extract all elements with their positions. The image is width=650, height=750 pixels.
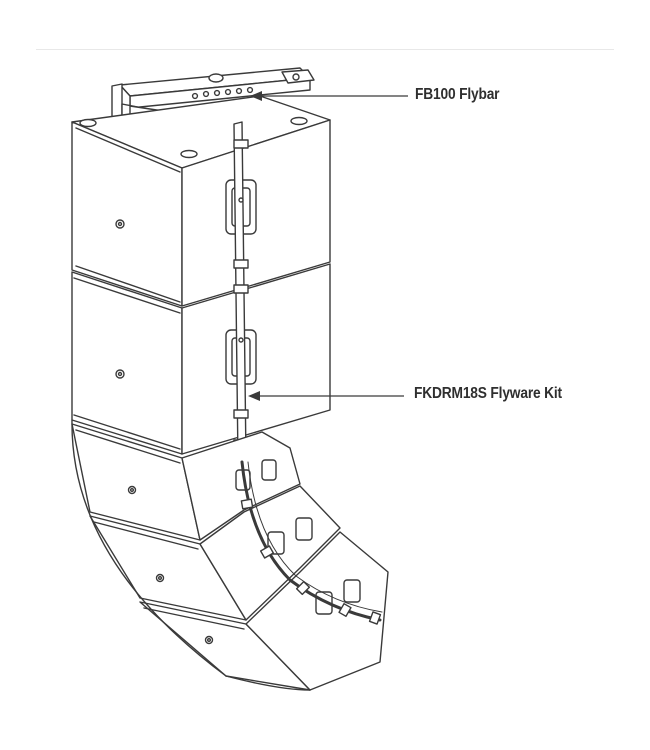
flyware-kit-label: FKDRM18S Flyware Kit [414, 385, 562, 402]
callout-arrow-flyware [248, 391, 404, 401]
callout-arrow-flybar [250, 91, 408, 101]
curved-cabinet-3 [71, 423, 301, 541]
top-cabinet [71, 95, 331, 307]
curved-cabinet-5 [139, 531, 389, 691]
flyware-links [240, 498, 382, 625]
top-divider [36, 49, 614, 50]
flybar-label: FB100 Flybar [415, 86, 500, 103]
second-cabinet [71, 263, 331, 455]
